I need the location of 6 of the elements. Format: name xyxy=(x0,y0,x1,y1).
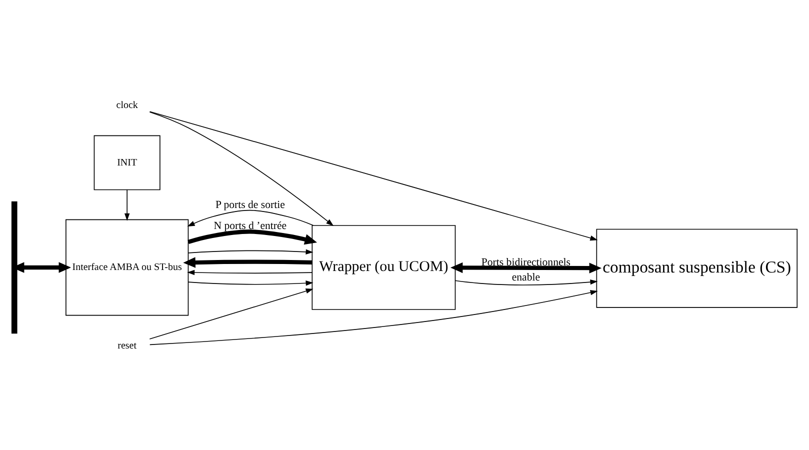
node-text: clock xyxy=(116,99,138,110)
edge-label: enable xyxy=(512,270,540,283)
node-text: reset xyxy=(118,340,136,351)
edge-label: Ports bidirectionnels xyxy=(481,256,570,268)
edge-label: P ports de sortie xyxy=(215,198,285,210)
edge-label: N ports d ’entrée xyxy=(214,219,287,232)
